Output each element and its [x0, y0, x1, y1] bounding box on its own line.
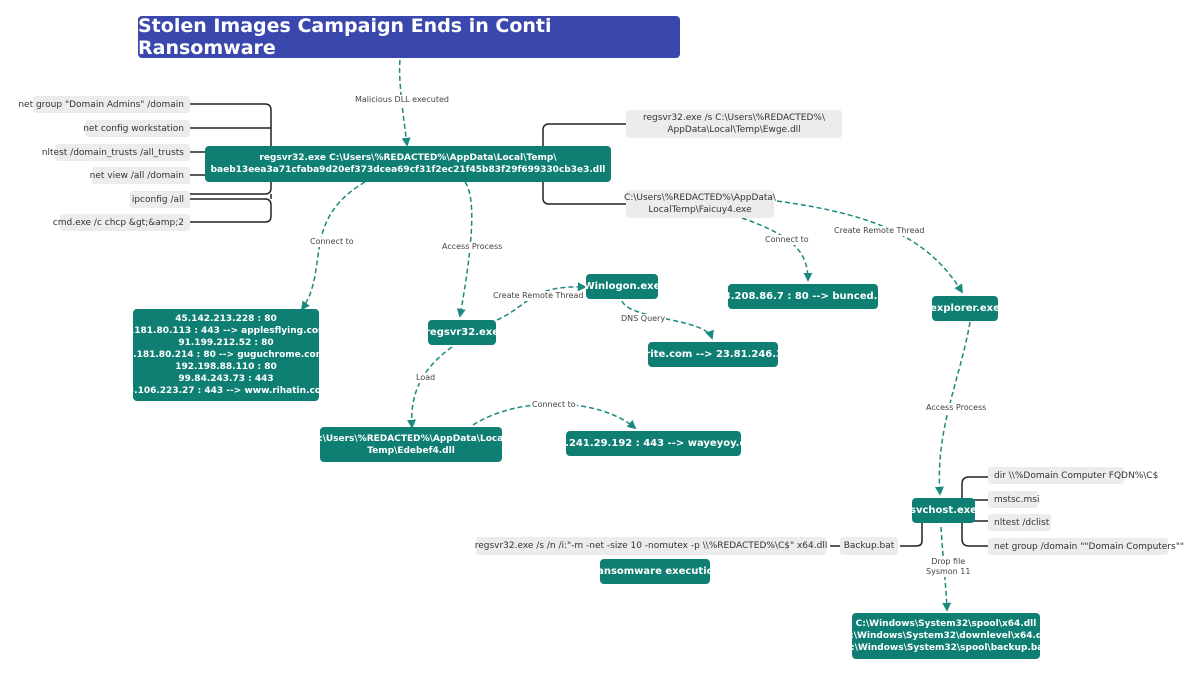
edge-ewge — [542, 123, 626, 164]
dropped-file-3: C:\Windows\System32\spool\backup.bat — [844, 643, 1048, 653]
label-connect-to-wayeyoy: Connect to — [531, 400, 577, 410]
cmd-ransomware-regsvr32: regsvr32.exe /s /n /i:"-m -net -size 10 … — [475, 537, 827, 555]
label-create-remote-thread-explorer: Create Remote Thread — [833, 226, 926, 236]
c2-entry-5: 192.198.88.110 : 80 — [175, 362, 277, 372]
edge-faicuy — [542, 163, 626, 205]
label-create-remote-thread-winlogon: Create Remote Thread — [492, 291, 585, 301]
label-load: Load — [415, 373, 437, 383]
cmd-nltest-domain-trusts: nltest /domain_trusts /all_trusts — [42, 144, 190, 161]
node-edebef4-dll: C:\Users\%REDACTED%\AppData\Local\ Temp\… — [312, 427, 510, 462]
cmd-chcp: cmd.exe /c chcp &gt;&amp;2 — [53, 214, 190, 231]
edge-access-svchost — [934, 321, 971, 496]
node-bunced: 103.208.86.7 : 80 --> bunced.net — [710, 284, 896, 309]
cmd-dir-c-share: dir \\%Domain Computer FQDN%\C$ — [988, 467, 1158, 484]
node-winlogon: Winlogon.exe — [584, 274, 660, 299]
edge-discovery-5 — [190, 198, 272, 223]
node-svchost: svchost.exe — [910, 498, 977, 523]
ewge-line-2: AppData\Local\Temp\Ewge.dll — [667, 125, 801, 135]
label-access-process-regsvr32: Access Process — [441, 242, 504, 252]
main-dll-line-2: baeb13eea3a71cfaba9d20ef373dcea69cf31f2e… — [210, 165, 606, 175]
c2-entry-3: 91.199.212.52 : 80 — [178, 338, 274, 348]
cmd-mstsc-msi: mstsc.msi — [988, 491, 1039, 508]
cmd-net-view: net view /all /domain — [90, 167, 190, 184]
edge-dns — [621, 300, 714, 340]
faicuy-line-1: C:\Users\%REDACTED%\AppData\ — [624, 193, 776, 203]
edge-svchost-cmds — [961, 476, 988, 547]
edebef4-line-1: C:\Users\%REDACTED%\AppData\Local\ — [312, 433, 510, 444]
c2-entry-2: 5.181.80.113 : 443 --> applesflying.com — [124, 326, 328, 336]
drop-file-line-1: Drop file — [931, 557, 966, 566]
node-regsvr32: regsvr32.exe — [425, 320, 499, 345]
node-wayeyoy: 172.241.29.192 : 443 --> wayeyoy.com — [544, 431, 763, 456]
cmd-ipconfig: ipconfig /all — [130, 191, 190, 208]
ewge-line-1: regsvr32.exe /s C:\Users\%REDACTED%\ — [642, 113, 826, 123]
cmd-ewge-dll: regsvr32.exe /s C:\Users\%REDACTED%\ App… — [626, 110, 842, 138]
main-dll-line-1: regsvr32.exe C:\Users\%REDACTED%\AppData… — [259, 153, 557, 163]
c2-entry-7: 23.106.223.27 : 443 --> www.rihatin.com — [121, 386, 331, 396]
dropped-file-2: C:\Windows\System32\downlevel\x64.dll — [843, 631, 1049, 641]
diagram-title: Stolen Images Campaign Ends in Conti Ran… — [138, 15, 680, 59]
drop-file-line-2: Sysmon 11 — [926, 567, 971, 576]
cmd-net-group-domain-admins: net group "Domain Admins" /domain — [18, 96, 190, 113]
cmd-faicuy4-exe: C:\Users\%REDACTED%\AppData\ LocalTemp\F… — [624, 190, 776, 218]
edge-connect-bunced — [741, 217, 813, 282]
cmd-net-group-domain-computers: net group /domain ""Domain Computers"" — [988, 538, 1184, 555]
edge-crt-explorer — [776, 200, 963, 294]
cmd-net-config-workstation: net config workstation — [83, 120, 190, 137]
node-main-dll: regsvr32.exe C:\Users\%REDACTED%\AppData… — [205, 146, 611, 182]
edebef4-line-2: Temp\Edebef4.dll — [367, 445, 455, 456]
node-c2-list: 45.142.213.228 : 80 5.181.80.113 : 443 --… — [122, 309, 330, 401]
label-malicious-dll-executed: Malicious DLL executed — [354, 95, 450, 105]
cmd-backup-bat: Backup.bat — [840, 537, 898, 555]
node-ransomware-execution: Ransomware execution — [589, 559, 721, 584]
node-explorer: explorer.exe — [930, 296, 1000, 321]
edge-load — [407, 346, 453, 429]
edge-access-regsvr32 — [456, 181, 473, 318]
c2-entry-1: 45.142.213.228 : 80 — [175, 314, 277, 324]
node-cirite: cirite.com --> 23.81.246.30 — [636, 342, 790, 367]
dropped-file-1: C:\Windows\System32\spool\x64.dll — [855, 619, 1037, 629]
faicuy-line-2: LocalTemp\Faicuy4.exe — [648, 205, 752, 215]
edge-backup — [830, 511, 923, 547]
label-connect-to-bunced: Connect to — [764, 235, 810, 245]
label-drop-file: Drop file Sysmon 11 — [925, 557, 972, 577]
cmd-nltest-dclist: nltest /dclist — [988, 514, 1051, 531]
c2-entry-4: 5.181.80.214 : 80 --> guguchrome.com — [126, 350, 326, 360]
c2-entry-6: 99.84.243.73 : 443 — [178, 374, 274, 384]
label-access-process-svchost: Access Process — [925, 403, 988, 413]
label-dns-query: DNS Query — [620, 314, 667, 324]
label-connect-to-c2: Connect to — [309, 237, 355, 247]
